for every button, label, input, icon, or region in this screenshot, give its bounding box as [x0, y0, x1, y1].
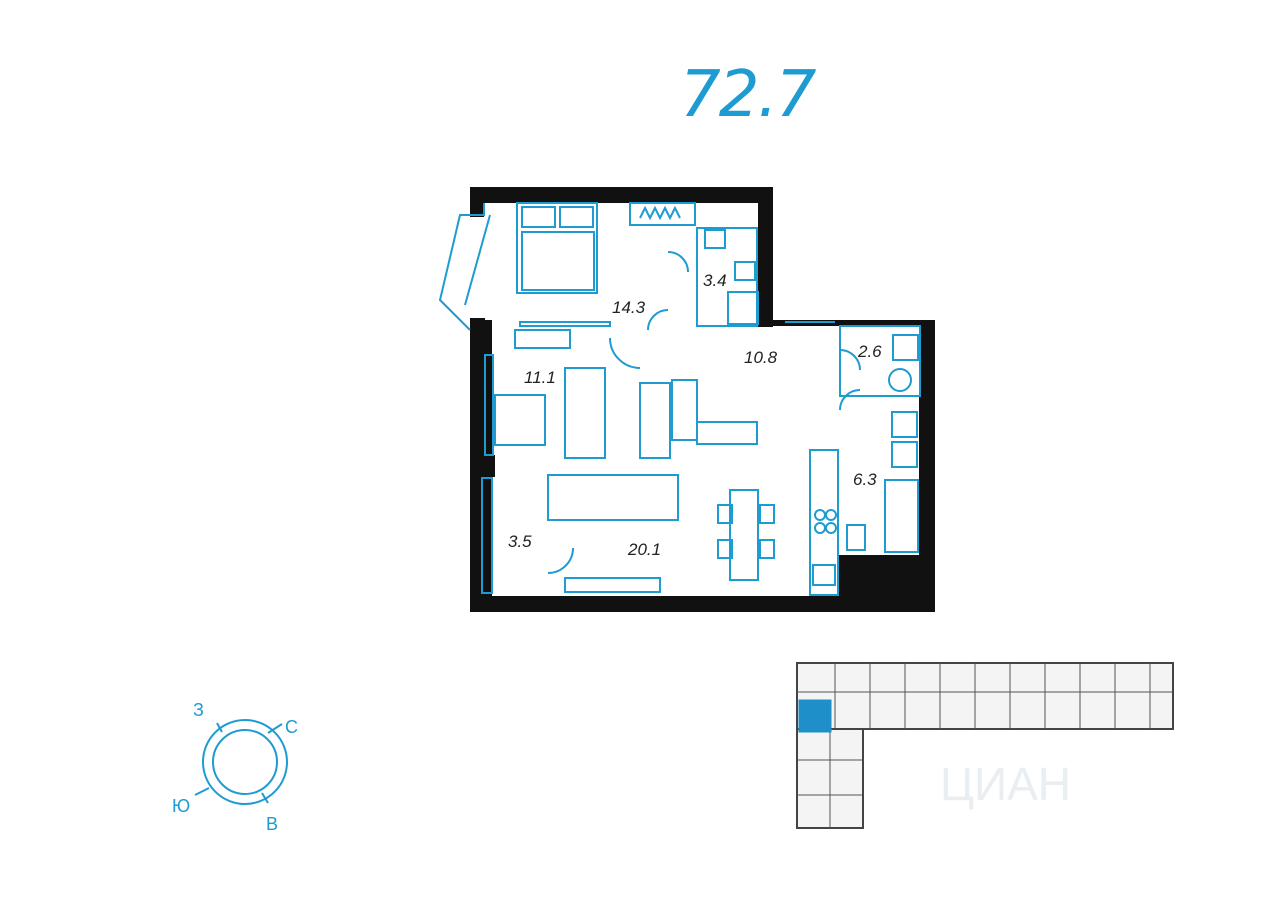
room-labels: 14.3 3.4 10.8 2.6 11.1 6.3 3.5 20.1	[508, 271, 882, 559]
room-area-balcony: 3.5	[508, 532, 532, 551]
compass-west: З	[193, 700, 204, 720]
room-area-kitchen-living: 20.1	[627, 540, 661, 559]
room-area-room: 11.1	[524, 368, 556, 387]
room-area-wc: 2.6	[857, 342, 882, 361]
watermark: ЦИАН	[940, 758, 1071, 810]
room-area-bathroom: 6.3	[853, 470, 877, 489]
compass: З С Ю В	[172, 700, 298, 834]
compass-east: В	[266, 814, 278, 834]
compass-north: С	[285, 717, 298, 737]
interior-lines	[438, 202, 921, 596]
room-area-bathroom-small: 3.4	[703, 271, 727, 290]
room-area-bedroom: 14.3	[612, 298, 646, 317]
room-area-hall: 10.8	[744, 348, 778, 367]
building-floor-plan	[796, 662, 1174, 829]
walls	[470, 187, 935, 612]
compass-south: Ю	[172, 796, 190, 816]
total-area: 72.7	[680, 58, 816, 132]
